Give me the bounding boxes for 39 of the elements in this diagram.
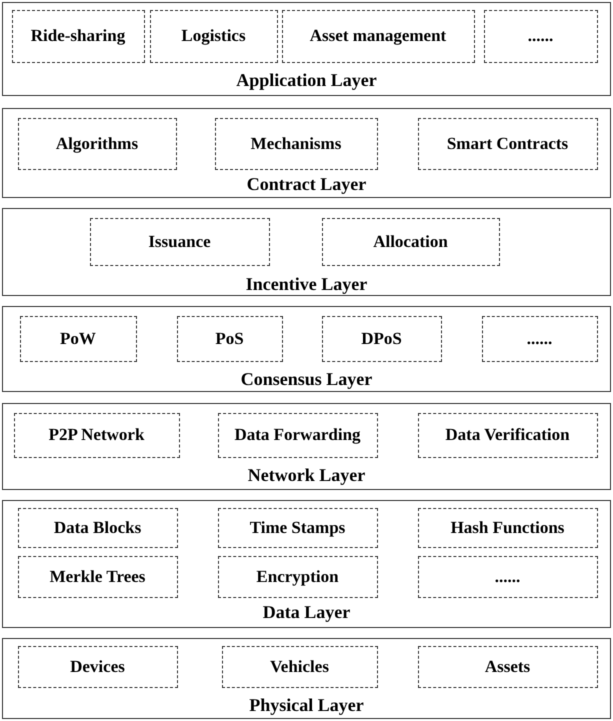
component-box: Issuance	[90, 218, 270, 266]
component-box: Asset management	[282, 10, 474, 62]
layer-title: Incentive Layer	[246, 274, 368, 295]
layer-title: Data Layer	[262, 602, 350, 623]
layer-panel	[2, 500, 611, 628]
layer-panel	[2, 208, 611, 296]
component-box: Allocation	[322, 218, 500, 266]
component-box: DPoS	[322, 316, 442, 362]
layer-panel	[2, 108, 611, 198]
component-box: Logistics	[150, 10, 278, 62]
component-box: Mechanisms	[214, 118, 378, 170]
layer-title: Consensus Layer	[240, 369, 372, 390]
layer-title: Contract Layer	[246, 174, 366, 195]
layer-panel	[2, 403, 611, 490]
component-box: Data Verification	[418, 412, 598, 458]
component-box: ......	[482, 316, 598, 362]
component-box: PoW	[20, 316, 136, 362]
component-box: Algorithms	[18, 118, 176, 170]
component-box: Smart Contracts	[418, 118, 598, 170]
layer-title: Physical Layer	[249, 695, 364, 716]
component-box: Data Blocks	[18, 508, 178, 548]
component-box: Hash Functions	[418, 508, 598, 548]
component-box: ......	[418, 556, 598, 598]
component-box: ......	[484, 10, 598, 62]
layer-title: Application Layer	[236, 70, 377, 91]
component-box: Encryption	[218, 556, 378, 598]
component-box: Merkle Trees	[18, 556, 178, 598]
component-box: P2P Network	[14, 412, 180, 458]
component-box: Data Forwarding	[218, 412, 378, 458]
component-box: Devices	[18, 646, 178, 688]
layer-title: Network Layer	[248, 465, 366, 486]
layer-panel	[2, 306, 611, 392]
layer-panel	[2, 2, 611, 96]
component-box: Vehicles	[222, 646, 378, 688]
layer-panel	[2, 638, 611, 719]
component-box: Assets	[418, 646, 598, 688]
component-box: Time Stamps	[218, 508, 378, 548]
component-box: PoS	[176, 316, 282, 362]
component-box: Ride-sharing	[12, 10, 144, 62]
